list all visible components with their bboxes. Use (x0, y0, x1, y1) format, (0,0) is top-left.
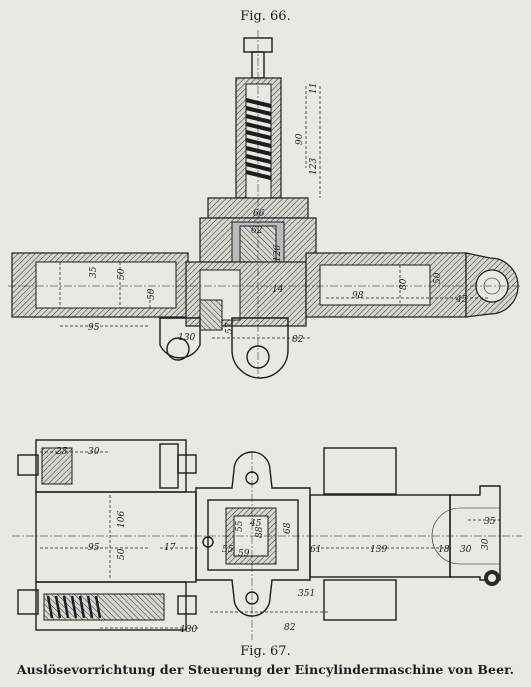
dim67-30-top: 30 (88, 447, 100, 457)
dim67-50: 50 (117, 548, 127, 560)
dim67-106: 106 (117, 511, 127, 528)
dim-126: 126 (273, 245, 283, 262)
dim67-55-h: 55 (222, 545, 234, 555)
dim67-59: 59 (238, 549, 250, 559)
dim67-17: 17 (164, 543, 176, 553)
dim67-55-v: 55 (235, 520, 245, 532)
dim67-25: 25 (55, 447, 68, 457)
dim67-18: 18 (438, 545, 450, 555)
caption: Auslösevorrichtung der Steuerung der Ein… (16, 662, 515, 677)
dim-35: 35 (89, 266, 99, 278)
dim67-351: 351 (298, 589, 315, 599)
dim67-61: 61 (310, 545, 321, 555)
dim-123: 123 (309, 158, 319, 175)
dim67-130: 130 (180, 625, 197, 635)
dim-66: 66 (253, 209, 265, 219)
dim67-68: 68 (283, 522, 293, 534)
dim-50-left: 50 (117, 268, 127, 280)
dim-45: 45 (455, 295, 468, 305)
dim67-82: 82 (284, 623, 296, 633)
dim-14: 14 (272, 285, 284, 295)
dim-50-mid: 50 (147, 288, 157, 300)
dim-57: 57 (225, 322, 235, 334)
fig-66-drawing: 11 90 123 66 62 126 35 50 50 14 98 80 50… (8, 30, 520, 380)
dim-62: 62 (251, 226, 263, 236)
dim-95: 95 (88, 323, 100, 333)
fig-67-label: Fig. 67. (240, 644, 291, 659)
dim-50-right: 50 (433, 272, 443, 284)
dim67-139: 139 (370, 545, 387, 555)
spring (245, 98, 272, 180)
dim67-30-right: 30 (460, 545, 472, 555)
dim-80: 80 (399, 278, 409, 290)
dim67-45: 45 (249, 519, 262, 529)
dim67-35: 35 (484, 517, 496, 527)
fig-66-label: Fig. 66. (240, 9, 291, 24)
dim-130: 130 (178, 333, 195, 343)
dim67-95: 95 (88, 543, 100, 553)
dim-98: 98 (352, 291, 364, 301)
fig-67-drawing: 25 30 106 95 50 17 55 55 45 88 59 68 61 … (12, 439, 522, 640)
dim-11: 11 (309, 83, 319, 94)
dim67-30-small: 30 (481, 538, 491, 550)
dim-90: 90 (295, 133, 305, 145)
dim67-88: 88 (255, 526, 265, 538)
dim-82: 82 (292, 335, 304, 345)
